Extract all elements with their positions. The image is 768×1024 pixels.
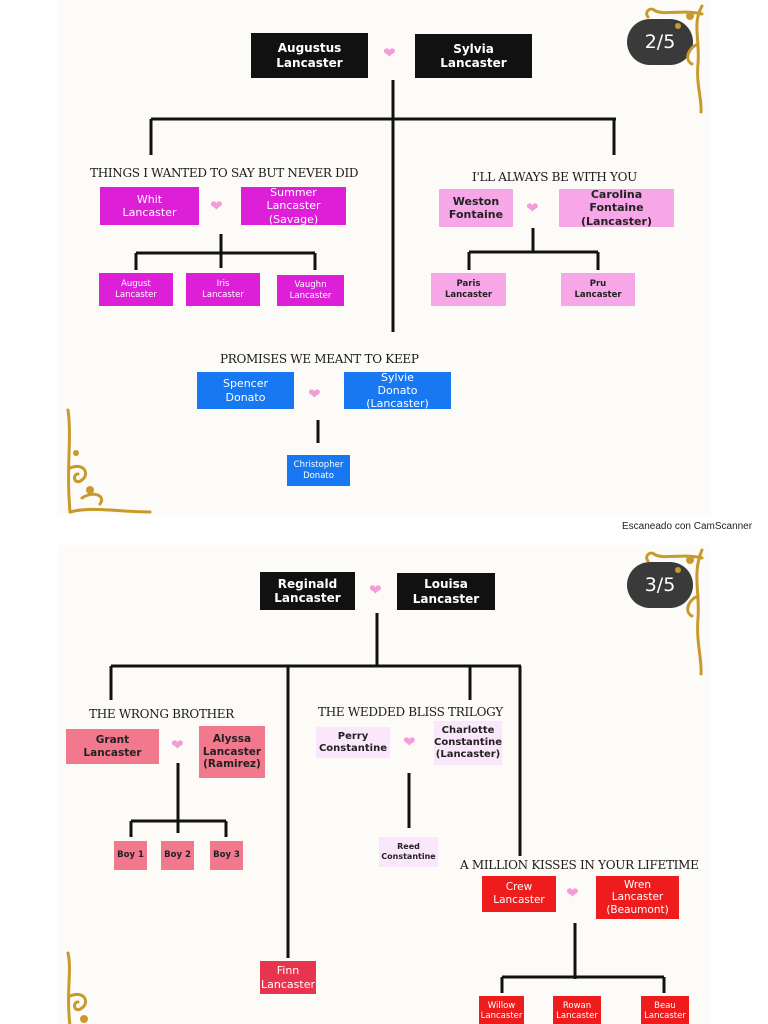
child-node: Boy 2 — [161, 841, 194, 870]
child-node: August Lancaster — [99, 273, 173, 306]
tree-connectors — [109, 613, 666, 993]
single-child-node: Finn Lancaster — [260, 961, 316, 994]
spouse-node-left: Grant Lancaster — [66, 729, 159, 764]
child-node: Paris Lancaster — [431, 273, 506, 306]
spouse-node-right: Charlotte Constantine (Lancaster) — [434, 721, 502, 765]
child-node: Boy 1 — [114, 841, 147, 870]
gold-flourish-ornament — [645, 4, 704, 114]
heart-icon: ❤ — [369, 581, 382, 599]
gold-flourish-ornament — [66, 408, 152, 514]
page-2-of-5: 2/5 Augustus Lancaster ❤ Sylvia Lancaste… — [58, 0, 710, 515]
child-node: Iris Lancaster — [186, 273, 260, 306]
spouse-node-left: Whit Lancaster — [100, 187, 199, 225]
heart-icon: ❤ — [383, 44, 396, 62]
heart-icon: ❤ — [566, 884, 579, 902]
parent-node-right: Sylvia Lancaster — [415, 34, 532, 78]
page-number-badge: 2/5 — [627, 19, 693, 65]
page-3-of-5: 3/5 Reginald Lancaster ❤ Louisa Lancaste… — [58, 545, 710, 1024]
heart-icon: ❤ — [171, 736, 184, 754]
spouse-node-left: Spencer Donato — [197, 372, 294, 409]
branch-title: THINGS I WANTED TO SAY BUT NEVER DID — [90, 166, 359, 180]
parent-node-right: Louisa Lancaster — [397, 573, 495, 610]
heart-icon: ❤ — [308, 385, 321, 403]
spouse-node-right: Wren Lancaster (Beaumont) — [596, 876, 679, 919]
spouse-node-right: Summer Lancaster (Savage) — [241, 186, 346, 226]
branch-title: PROMISES WE MEANT TO KEEP — [220, 352, 419, 366]
heart-icon: ❤ — [403, 733, 416, 751]
scanner-watermark: Escaneado con CamScanner — [622, 521, 753, 532]
child-node: Pru Lancaster — [561, 273, 635, 306]
gold-flourish-ornament — [645, 548, 704, 676]
spouse-node-right: Alyssa Lancaster (Ramirez) — [199, 726, 265, 778]
branch-title: THE WRONG BROTHER — [89, 707, 235, 721]
child-node: Christopher Donato — [287, 455, 350, 486]
spouse-node-left: Weston Fontaine — [439, 189, 513, 227]
heart-icon: ❤ — [210, 197, 223, 215]
spouse-node-right: Sylvie Donato (Lancaster) — [344, 371, 451, 410]
parent-node-left: Augustus Lancaster — [251, 33, 368, 78]
child-node: Beau Lancaster — [641, 996, 689, 1024]
page-number-badge: 3/5 — [627, 562, 693, 608]
spouse-node-left: Perry Constantine — [316, 727, 390, 758]
parent-node-left: Reginald Lancaster — [260, 572, 355, 610]
child-node: Rowan Lancaster — [553, 996, 601, 1024]
child-node: Reed Constantine — [379, 837, 438, 867]
heart-icon: ❤ — [526, 199, 539, 217]
branch-title: A MILLION KISSES IN YOUR LIFETIME — [460, 858, 699, 872]
child-node: Boy 3 — [210, 841, 243, 870]
spouse-node-right: Carolina Fontaine (Lancaster) — [559, 188, 674, 228]
child-node: Vaughn Lancaster — [277, 275, 344, 306]
branch-title: THE WEDDED BLISS TRILOGY — [318, 705, 503, 719]
spouse-node-left: Crew Lancaster — [482, 876, 556, 912]
child-node: Willow Lancaster — [479, 996, 524, 1024]
branch-title: I'LL ALWAYS BE WITH YOU — [472, 170, 637, 184]
gold-flourish-ornament — [66, 951, 88, 1024]
tree-connectors — [134, 80, 616, 443]
